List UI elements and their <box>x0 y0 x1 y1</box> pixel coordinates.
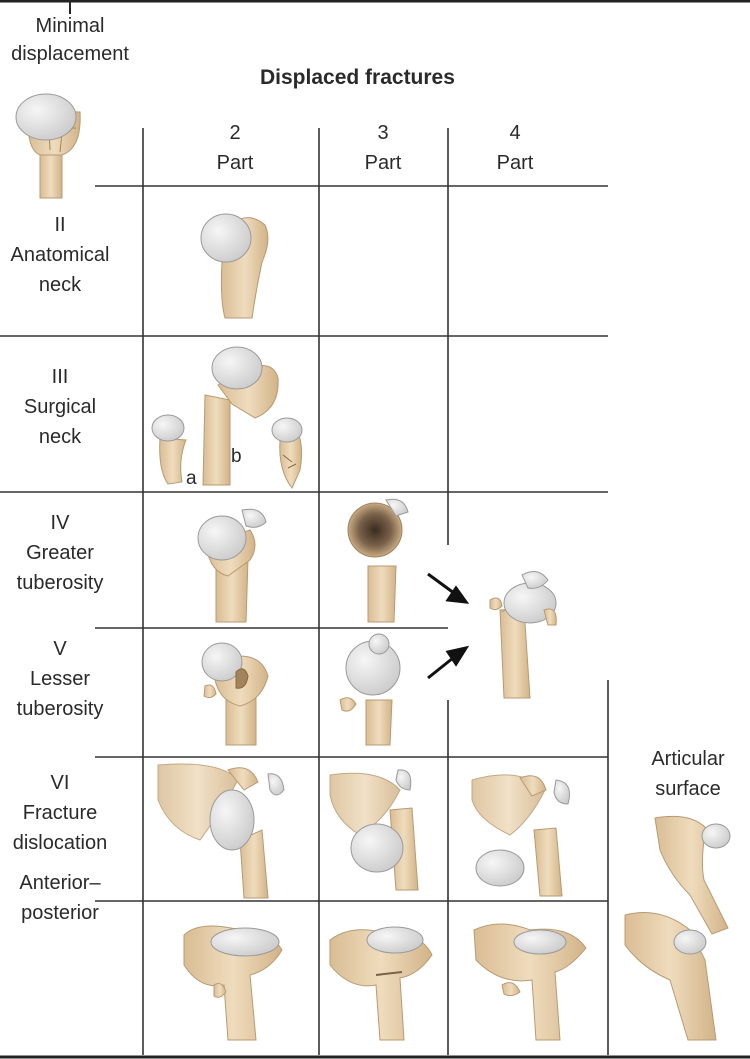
figure-ap-2part <box>183 925 283 1041</box>
side-line: surface <box>655 778 721 800</box>
row-line: dislocation <box>12 832 108 854</box>
column-header-3part: 3 Part <box>338 118 428 178</box>
row-label-greater-tuberosity: IV Greater tuberosity <box>0 508 120 598</box>
side-line: Articular <box>651 748 725 770</box>
row-line: Minimal <box>35 15 105 37</box>
row-line: tuberosity <box>16 572 104 594</box>
figure-four-part-shared <box>489 570 557 699</box>
row-line: posterior <box>21 902 99 924</box>
figure-ap-4part <box>473 923 587 1041</box>
row-label-anatomical-neck: II Anatomical neck <box>0 210 120 300</box>
subfigure-label-b: b <box>231 446 242 467</box>
figure-dislocation-2part <box>157 763 285 899</box>
column-header-4part: 4 Part <box>470 118 560 178</box>
row-line: Lesser <box>29 668 91 690</box>
row-numeral: II <box>54 214 66 236</box>
articular-surface-label: Articular surface <box>630 744 746 804</box>
column-word: Part <box>496 152 534 174</box>
row-numeral: VI <box>50 772 70 794</box>
page-title: Displaced fractures <box>260 66 455 89</box>
row-numeral: IV <box>50 512 70 534</box>
row-numeral: V <box>53 638 67 660</box>
row-label-anterior-posterior: Anterior– posterior <box>0 868 120 928</box>
row-line: neck <box>38 426 82 448</box>
subfigure-label-a: a <box>186 468 197 489</box>
column-header-2part: 2 Part <box>190 118 280 178</box>
figure-ap-3part <box>329 926 433 1041</box>
column-number: 4 <box>509 122 521 144</box>
figure-anatomical-neck <box>200 213 269 319</box>
row-line: Anatomical <box>10 244 110 266</box>
column-number: 2 <box>229 122 241 144</box>
figure-dislocation-3part <box>329 769 419 891</box>
column-word: Part <box>216 152 254 174</box>
row-line: Anterior– <box>19 872 101 894</box>
row-label-minimal-displacement: I Minimal displacement <box>0 0 140 68</box>
figure-lesser-tuberosity-2part <box>201 642 269 746</box>
figure-greater-tuberosity-2part <box>197 508 267 623</box>
row-line: Fracture <box>22 802 98 824</box>
row-line: Surgical <box>23 396 97 418</box>
row-line: displacement <box>11 43 129 65</box>
figure-greater-tuberosity-3part <box>347 498 409 623</box>
table-grid <box>0 128 609 1055</box>
arrow-icon <box>427 572 470 680</box>
column-word: Part <box>364 152 402 174</box>
row-line: Greater <box>26 542 94 564</box>
row-numeral: III <box>51 366 69 388</box>
row-line: neck <box>38 274 82 296</box>
row-line: tuberosity <box>16 698 104 720</box>
figure-dislocation-4part <box>471 774 570 897</box>
row-label-fracture-dislocation: VI Fracture dislocation <box>0 768 120 858</box>
figure-surgical-neck <box>151 346 303 489</box>
row-label-lesser-tuberosity: V Lesser tuberosity <box>0 634 120 724</box>
figure-minimal-displacement <box>15 93 81 199</box>
row-numeral: I <box>67 0 73 12</box>
column-number: 3 <box>377 122 389 144</box>
figure-articular-surface <box>624 815 731 1041</box>
figure-lesser-tuberosity-3part <box>339 633 401 746</box>
row-label-surgical-neck: III Surgical neck <box>0 362 120 452</box>
